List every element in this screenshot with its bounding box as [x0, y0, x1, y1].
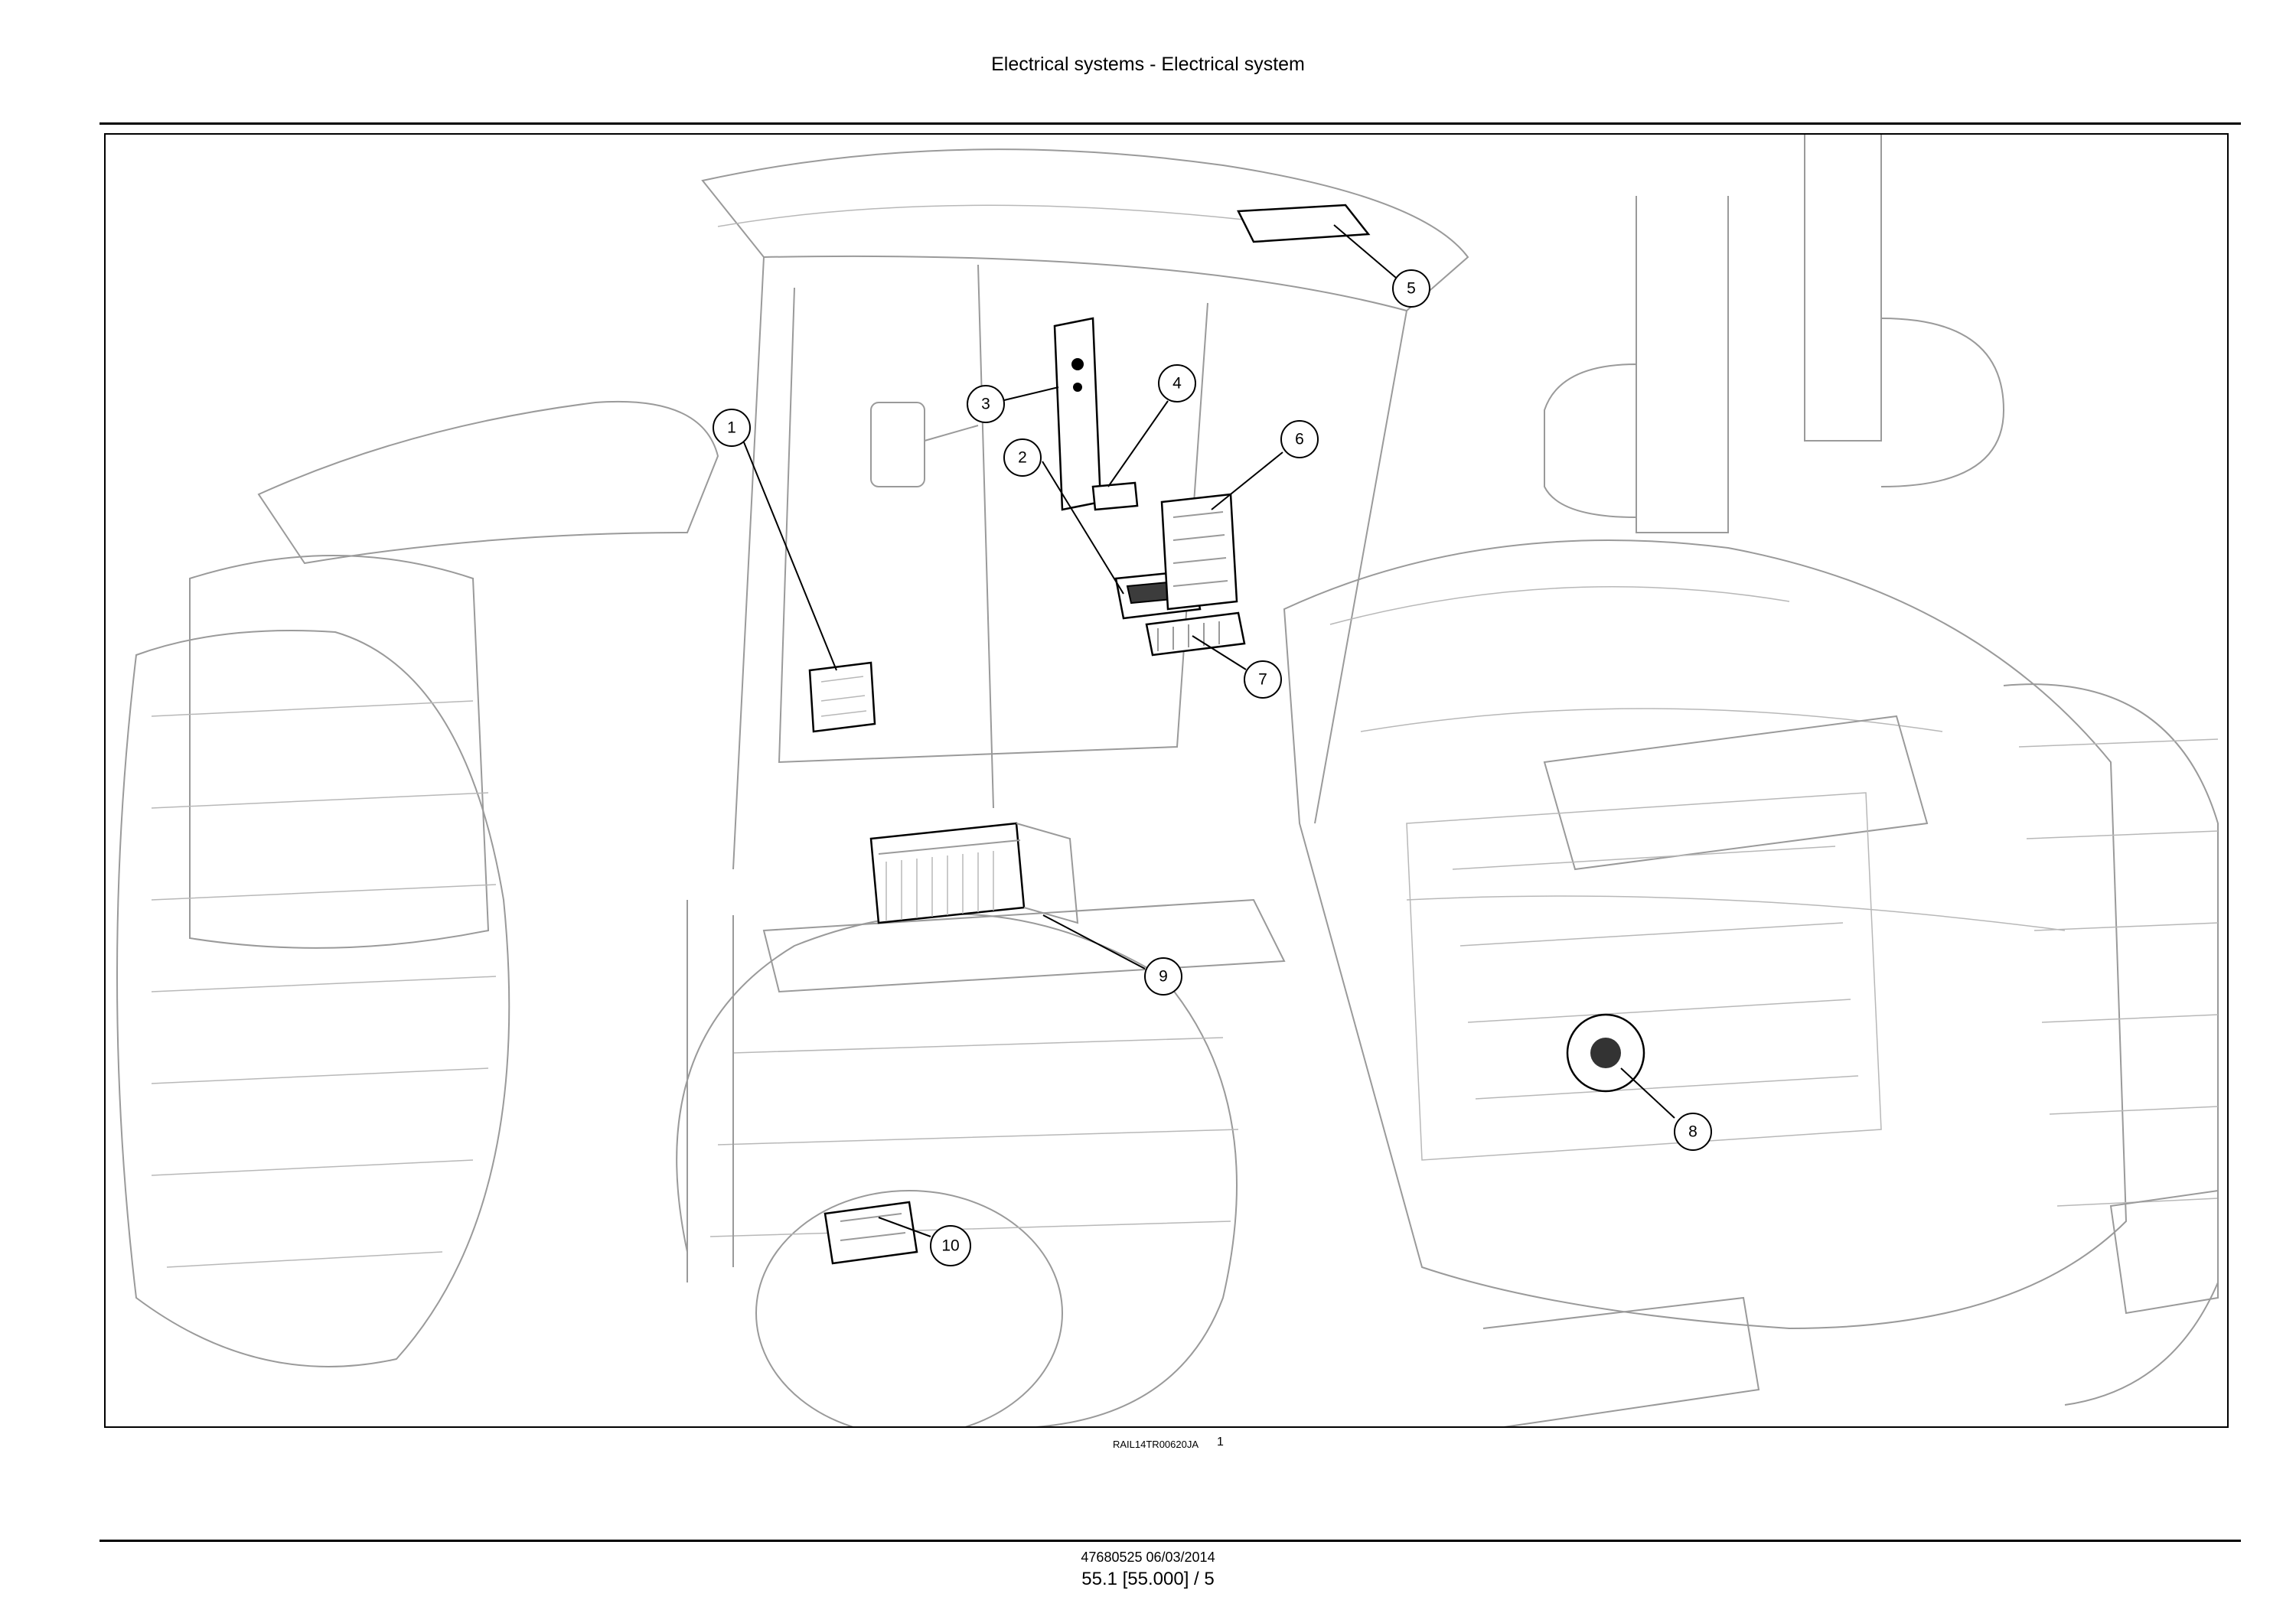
component-1-controller	[808, 661, 876, 733]
callout-label: 2	[1018, 449, 1027, 467]
component-10-valve-block	[823, 1201, 918, 1265]
footer-document-info: 47680525 06/03/2014	[1081, 1550, 1215, 1565]
callout-label: 5	[1407, 280, 1416, 298]
component-6-ecu	[1160, 493, 1238, 611]
component-9-batteries	[869, 822, 1079, 924]
callout-label: 8	[1688, 1123, 1698, 1141]
component-7-relay-box	[1145, 611, 1246, 657]
callout-5: 5	[1392, 269, 1430, 308]
header-rule	[99, 122, 2241, 125]
callout-label: 4	[1172, 375, 1182, 393]
component-4-module	[1091, 481, 1139, 511]
callout-label: 10	[941, 1237, 959, 1255]
component-3-panel	[1053, 317, 1102, 511]
callout-label: 9	[1159, 968, 1168, 986]
callout-label: 6	[1295, 431, 1304, 448]
callout-7: 7	[1244, 660, 1282, 699]
figure-frame: 1 2 3 4 5 6 7 8 9 10	[104, 133, 2229, 1428]
figure-number: 1	[1217, 1436, 1224, 1449]
callout-6: 6	[1280, 420, 1319, 458]
figure-reference-code: RAIL14TR00620JA	[1113, 1439, 1199, 1450]
callout-9: 9	[1144, 957, 1182, 996]
footer-rule	[99, 1540, 2241, 1542]
callout-label: 1	[727, 419, 736, 437]
tractor-outline	[116, 135, 2219, 1426]
component-5-roof-antenna	[1237, 204, 1371, 243]
page-header-title: Electrical systems - Electrical system	[991, 54, 1305, 75]
footer-page-number: 55.1 [55.000] / 5	[1081, 1569, 1215, 1589]
callout-label: 7	[1258, 671, 1267, 689]
callout-10: 10	[930, 1225, 971, 1266]
callout-4: 4	[1158, 364, 1196, 402]
callout-label: 3	[981, 396, 990, 413]
callout-3: 3	[967, 385, 1005, 423]
leader-lines	[743, 224, 1675, 1237]
callout-8: 8	[1674, 1113, 1712, 1151]
callout-2: 2	[1003, 438, 1042, 477]
callout-1: 1	[713, 409, 751, 447]
tractor-electrical-illustration: 1 2 3 4 5 6 7 8 9 10	[116, 135, 2219, 1426]
